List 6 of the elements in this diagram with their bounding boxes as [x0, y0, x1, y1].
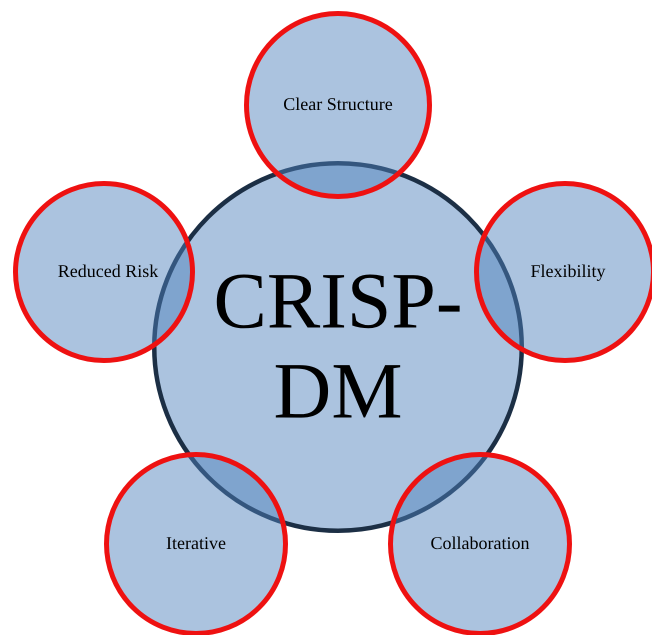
circle-label: Reduced Risk — [56, 261, 160, 283]
circle-label: Iterative — [165, 533, 227, 555]
circle-label: Collaboration — [430, 533, 530, 555]
center-title: CRISP-DM — [212, 256, 464, 438]
circle-label: Clear Structure — [282, 94, 394, 116]
circle-label: Flexibility — [529, 261, 606, 283]
